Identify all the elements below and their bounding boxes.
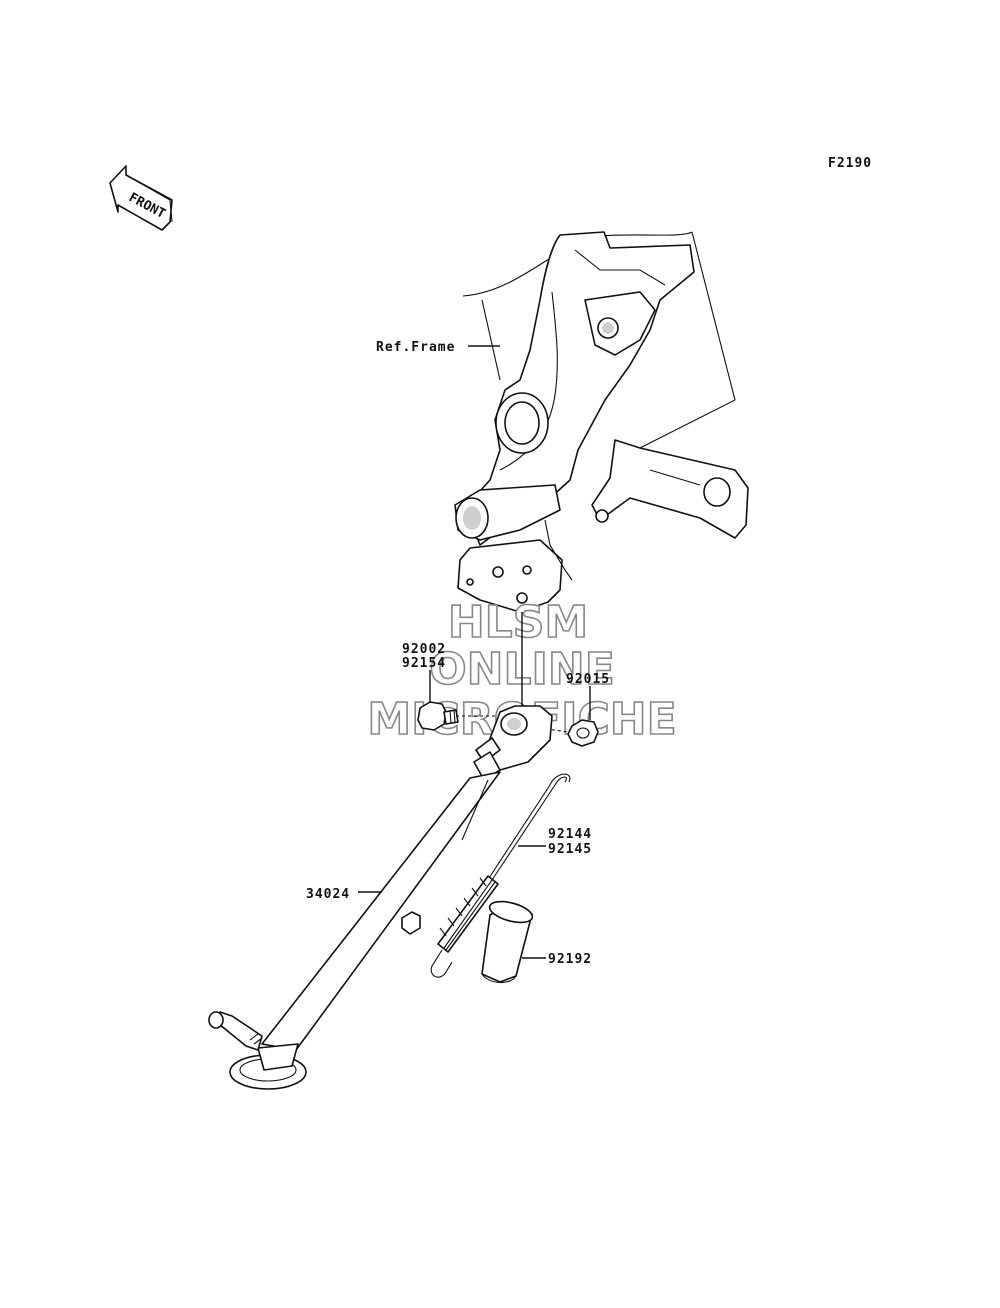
ref-frame-label: Ref.Frame (376, 340, 455, 355)
label-92144: 92144 (548, 827, 592, 842)
diagram-code: F2190 (828, 156, 872, 171)
label-92002: 92002 (402, 642, 446, 657)
label-92015: 92015 (566, 672, 610, 687)
label-92145: 92145 (548, 842, 592, 857)
watermark-line-1: HLSM (448, 597, 588, 648)
nut (567, 719, 599, 747)
pivot-bolt (417, 701, 459, 731)
return-spring (430, 773, 571, 978)
side-stand (208, 705, 553, 1090)
label-92192: 92192 (548, 952, 592, 967)
label-34024: 34024 (306, 887, 350, 902)
front-arrow-icon: FRONT (109, 165, 173, 231)
rubber-sleeve (481, 900, 534, 984)
frame-reference (454, 231, 749, 613)
label-92154: 92154 (402, 656, 446, 671)
